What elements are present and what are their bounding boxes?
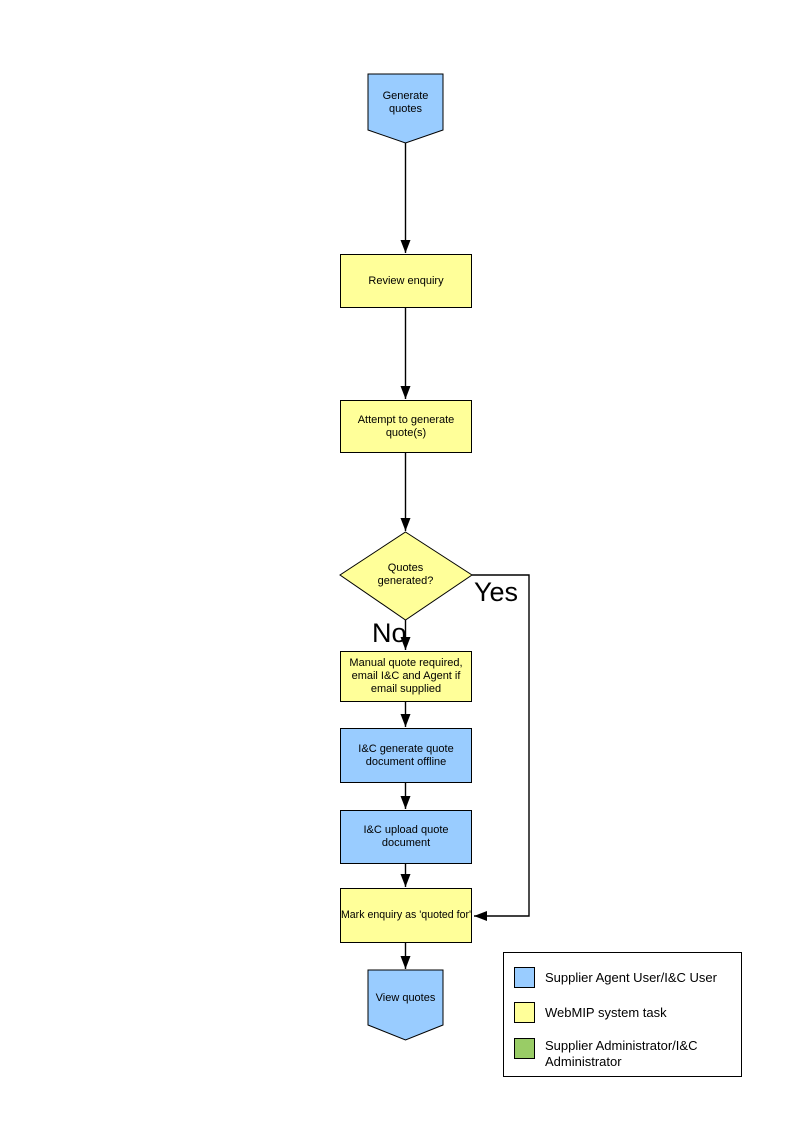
legend-item-user-task: Supplier Agent User/I&C User	[514, 967, 717, 988]
legend-swatch-green	[514, 1038, 535, 1059]
legend-label: Supplier Administrator/I&C Administrator	[545, 1038, 698, 1069]
legend-item-system-task: WebMIP system task	[514, 1002, 667, 1023]
end-pentagon-shape	[367, 969, 444, 1041]
start-pentagon-label: Generate quotes	[382, 90, 429, 115]
end-pentagon-label: View quotes	[375, 991, 436, 1004]
legend-label: Supplier Agent User/I&C User	[545, 969, 717, 985]
process-ic-upload: I&C upload quote document	[340, 810, 472, 864]
legend-item-admin-task: Supplier Administrator/I&C Administrator	[514, 1038, 725, 1070]
branch-label-yes: Yes	[474, 577, 519, 607]
legend-label: WebMIP system task	[545, 1004, 667, 1020]
branch-label-no: No	[372, 618, 407, 648]
process-manual-quote: Manual quote required, email I&C and Age…	[340, 651, 472, 702]
legend-swatch-blue	[514, 967, 535, 988]
process-attempt-generate: Attempt to generate quote(s)	[340, 400, 472, 453]
process-mark-quoted: Mark enquiry as 'quoted for'	[340, 888, 472, 943]
process-review-enquiry: Review enquiry	[340, 254, 472, 308]
start-pentagon-shape	[367, 73, 444, 144]
decision-label: Quotes generated?	[377, 562, 434, 587]
process-ic-generate-offline: I&C generate quote document offline	[340, 728, 472, 783]
legend-swatch-yellow	[514, 1002, 535, 1023]
legend-box: Supplier Agent User/I&C User WebMIP syst…	[503, 952, 742, 1077]
connector-yes-branch	[472, 574, 530, 921]
